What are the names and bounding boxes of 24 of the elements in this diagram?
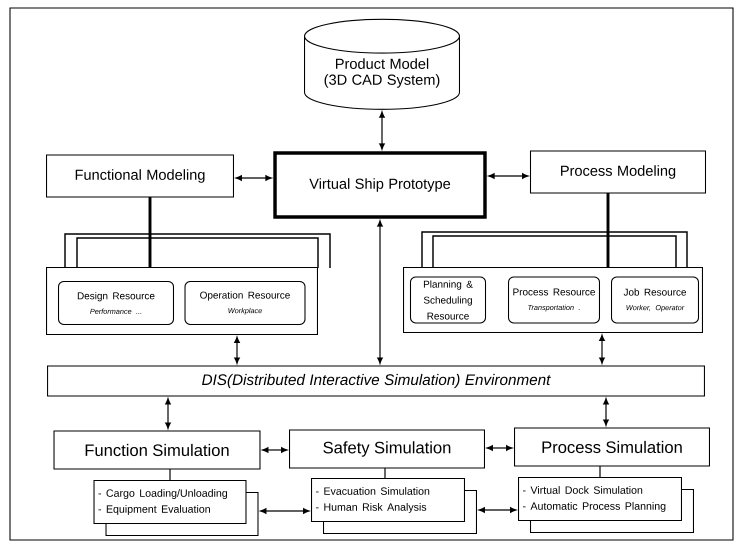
arrow [236,175,272,181]
arrow [599,334,605,364]
arrow [379,111,385,150]
process-box: Process Modeling [530,150,706,194]
main-box: Virtual Ship Prototype [273,151,487,219]
stacked-list-box: - Cargo Loading/Unloading - Equipment Evaluation [93,480,259,536]
arrow [165,398,171,429]
arrow [603,398,609,426]
database-cylinder: Product Model (3D CAD System) [304,18,460,110]
environment-bar: DIS(Distributed Interactive Simulation) Environment [47,365,705,397]
arrow [486,445,512,451]
stacked-list-box: - Virtual Dock Simulation - Automatic Process Planning [518,476,694,533]
stacked-list-box: - Evacuation Simulation - Human Risk Analysis [311,478,477,534]
arrow [377,220,383,364]
arrow [262,447,288,453]
resource-box: Planning & Scheduling Resource [410,276,486,324]
arrow [260,508,310,514]
simulation-box: Function Simulation [54,430,261,470]
arrow [478,507,516,513]
process-box: Functional Modeling [46,154,234,198]
simulation-box: Safety Simulation [289,429,485,469]
arrow [488,173,528,179]
arrow [234,336,240,364]
simulation-box: Process Simulation [514,427,710,467]
